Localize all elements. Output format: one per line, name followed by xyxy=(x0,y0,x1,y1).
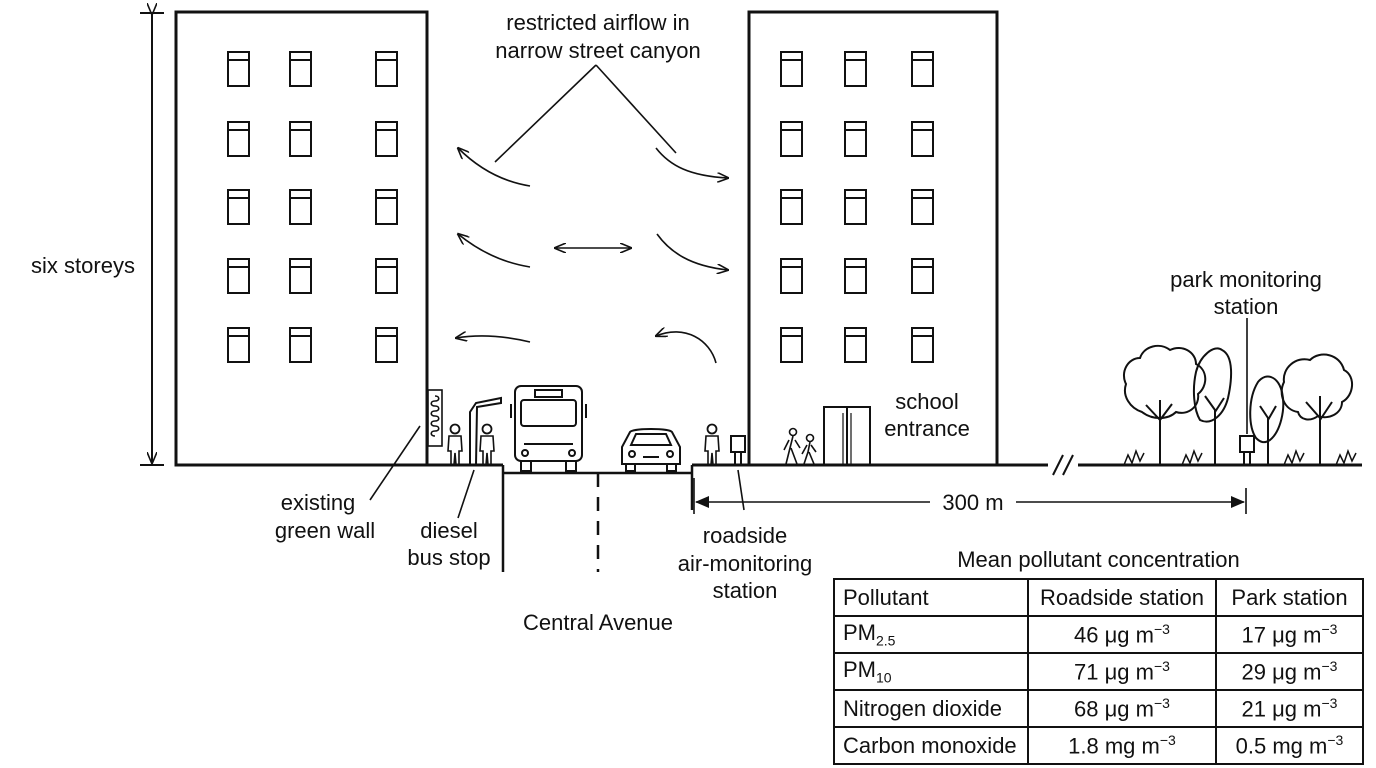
park-monitor-box xyxy=(1239,318,1255,465)
pollutant-name: Carbon monoxide xyxy=(833,726,1029,765)
table-row: PM2.5 46 μg m−3 17 μg m−3 xyxy=(833,615,1364,654)
break-symbol xyxy=(1052,454,1074,476)
bus-stop-label-line1: diesel xyxy=(420,518,477,543)
leader-lines xyxy=(369,425,745,519)
park-station-label-line2: station xyxy=(1214,294,1279,319)
roadside-station-label-line1: roadside xyxy=(703,523,787,548)
distance-label: 300 m xyxy=(942,490,1003,515)
table-header-row: Pollutant Roadside station Park station xyxy=(833,578,1364,617)
pollutant-table: Pollutant Roadside station Park station … xyxy=(833,578,1364,765)
park-value: 21 μg m−3 xyxy=(1215,689,1364,728)
person-icon xyxy=(479,423,495,466)
table-header: Park station xyxy=(1215,578,1364,617)
table-row: PM10 71 μg m−3 29 μg m−3 xyxy=(833,652,1364,691)
airflow-label-line1: restricted airflow in xyxy=(506,10,689,35)
airflow-arrows xyxy=(456,64,728,364)
right-building xyxy=(747,10,999,467)
person-icon xyxy=(704,423,720,466)
school-door xyxy=(823,406,871,466)
table-header: Roadside station xyxy=(1027,578,1217,617)
pollutant-name: PM2.5 xyxy=(833,615,1029,654)
street-label: Central Avenue xyxy=(523,610,673,635)
right-building-windows xyxy=(780,51,934,363)
park-value: 17 μg m−3 xyxy=(1215,615,1364,654)
left-building xyxy=(174,10,429,467)
roadside-monitor-box xyxy=(730,435,746,465)
bus-stop-shelter xyxy=(469,396,502,466)
bus-icon xyxy=(510,385,587,472)
table-row: Nitrogen dioxide 68 μg m−3 21 μg m−3 xyxy=(833,689,1364,728)
green-wall-label-line1: existing xyxy=(281,490,356,515)
left-building-windows xyxy=(227,51,398,363)
children-icon xyxy=(783,427,817,465)
car-icon xyxy=(621,428,681,472)
distance-dimension xyxy=(693,478,1247,514)
roadside-station-label-line3: station xyxy=(713,578,778,603)
roadside-station-label-line2: air-monitoring xyxy=(678,551,813,576)
park-value: 29 μg m−3 xyxy=(1215,652,1364,691)
pollutant-name: Nitrogen dioxide xyxy=(833,689,1029,728)
roadside-value: 71 μg m−3 xyxy=(1027,652,1217,691)
airflow-label-line2: narrow street canyon xyxy=(495,38,700,63)
park-station-label-line1: park monitoring xyxy=(1170,267,1322,292)
table-title: Mean pollutant concentration xyxy=(957,547,1240,572)
table-row: Carbon monoxide 1.8 mg m−3 0.5 mg m−3 xyxy=(833,726,1364,765)
table-header: Pollutant xyxy=(833,578,1029,617)
person-icon xyxy=(447,423,463,466)
park-value: 0.5 mg m−3 xyxy=(1215,726,1364,765)
green-wall-label-line2: green wall xyxy=(275,518,375,543)
roadside-value: 68 μg m−3 xyxy=(1027,689,1217,728)
green-wall xyxy=(427,389,443,447)
height-label: six storeys xyxy=(31,253,135,278)
roadside-value: 46 μg m−3 xyxy=(1027,615,1217,654)
height-dimension-arrow xyxy=(140,13,164,466)
park-trees xyxy=(1122,344,1357,466)
school-label-line2: entrance xyxy=(884,416,970,441)
bus-stop-label-line2: bus stop xyxy=(407,545,490,570)
roadside-value: 1.8 mg m−3 xyxy=(1027,726,1217,765)
pollutant-name: PM10 xyxy=(833,652,1029,691)
school-label-line1: school xyxy=(895,389,959,414)
